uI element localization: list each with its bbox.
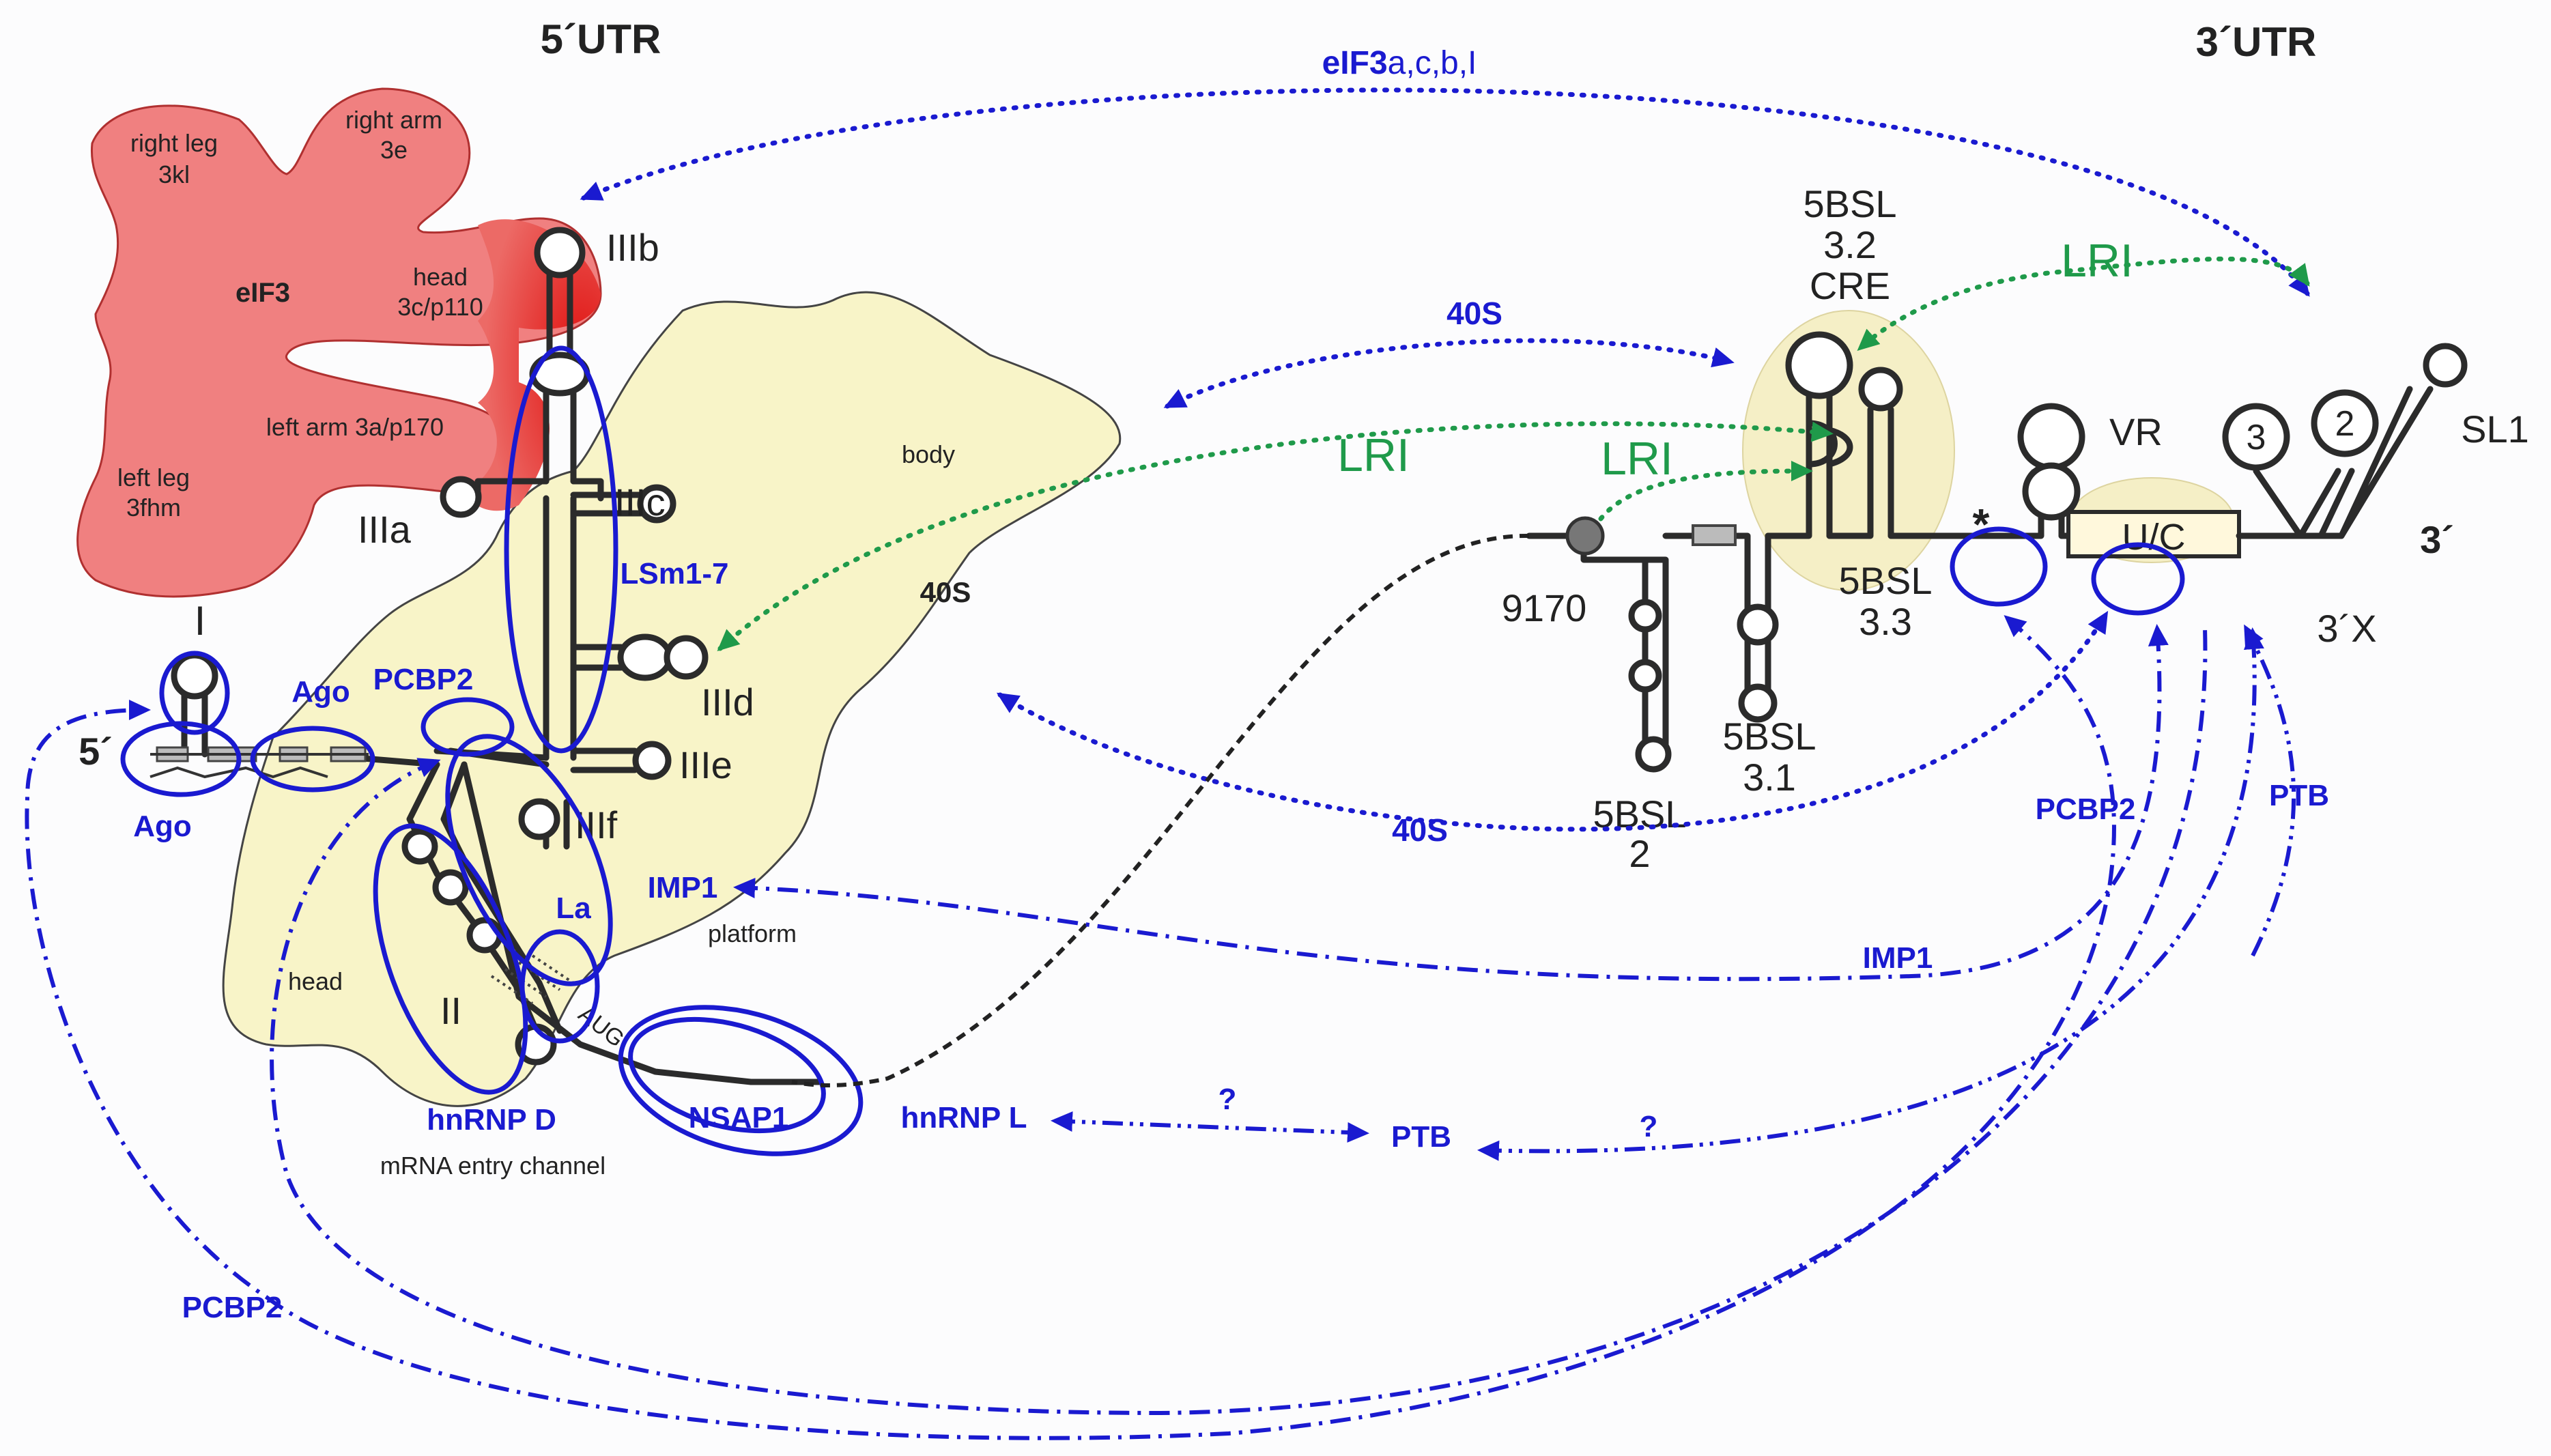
eif3-left-arm-label: left arm 3a/p170 [266, 413, 444, 441]
nsap1-label: NSAP1 [689, 1101, 789, 1134]
lri-arrow-top [1857, 256, 2310, 351]
lri-label-left: LRI [1337, 429, 1410, 481]
lsm-ring [504, 345, 618, 754]
question-mark-hnrnpl: ? [1219, 1083, 1237, 1116]
pcbp2-label-bottom: PCBP2 [182, 1291, 283, 1324]
bsl33-label: 5BSL 3.3 [1839, 559, 1933, 643]
mrna-entry-channel-label: mRNA entry channel [380, 1152, 605, 1180]
hnrnpd-label: hnRNP D [427, 1103, 556, 1137]
eif3-name: eIF3 [236, 278, 290, 308]
hnrnpl-ptb-arrow [1051, 1111, 1369, 1143]
utr3-rna-structure [1526, 331, 2468, 773]
pcbp2-3utr-ring [1950, 526, 2048, 607]
svg-text:3.3: 3.3 [1859, 600, 1912, 643]
ptb-label-right: PTB [2269, 779, 2329, 812]
svg-text:5BSL: 5BSL [1839, 559, 1933, 602]
svg-text:5BSL: 5BSL [1723, 715, 1816, 758]
svg-text:right leg: right leg [130, 129, 218, 157]
lsm-label: LSm1-7 [621, 557, 729, 590]
pcbp2-5utr-arrow [270, 627, 2208, 1416]
three-prime-label: 3´ [2420, 518, 2454, 561]
domain-iiia-label: IIIa [358, 508, 412, 551]
vr-label: VR [2109, 410, 2163, 453]
svg-text:5BSL: 5BSL [1804, 182, 1897, 225]
pcbp2-label-5utr: PCBP2 [373, 663, 474, 696]
40s-interaction-arrow-bottom [996, 610, 2109, 832]
svg-text:CRE: CRE [1810, 264, 1890, 307]
nsap1-ring-outer [618, 1005, 864, 1156]
lri-arrow-left [717, 421, 1834, 652]
domain-iiib-label: IIIb [606, 226, 659, 269]
svg-text:right arm: right arm [345, 106, 442, 134]
aug-ring [519, 929, 600, 1044]
40s-label-bottom: 40S [1392, 812, 1448, 848]
utr5-header: 5´UTR [541, 16, 661, 62]
domain-i-label: I [195, 598, 206, 644]
hnrnpl-label: hnRNP L [901, 1101, 1027, 1134]
svg-text:3kl: 3kl [158, 160, 190, 188]
eif3-interaction-arrow [580, 87, 2310, 297]
bsl2-label: 5BSL 2 [1593, 793, 1687, 875]
uc-protein-ring [2091, 542, 2185, 616]
domain-iiic-label: IIIc [614, 481, 666, 524]
five-prime-label: 5´ [79, 730, 113, 773]
lri-label-mid: LRI [1601, 433, 1673, 485]
sl2-label: 2 [2335, 404, 2355, 444]
ptb-interaction-arrow [1477, 627, 2264, 1161]
svg-text:head: head [413, 263, 468, 291]
svg-text:3c/p110: 3c/p110 [397, 293, 483, 321]
domain-iiie-label: IIIe [679, 743, 732, 786]
domain-iiid-label: IIId [701, 681, 754, 724]
la-label: La [556, 891, 591, 925]
cre-label: 5BSL 3.2 CRE [1804, 182, 1897, 307]
star-label: * [1973, 500, 1990, 549]
svg-text:2: 2 [1629, 832, 1650, 875]
40s-interaction-arrow-top [1163, 338, 1735, 409]
domain-ii-label: II [440, 989, 461, 1032]
uc-label: U/C [2122, 517, 2186, 558]
la-ring [445, 734, 613, 986]
lri-label-top: LRI [2061, 235, 2133, 287]
eif3-interaction-label: eIF3a,c,b,I [1322, 45, 1477, 81]
eif3-head-label: head 3c/p110 [397, 263, 483, 321]
hnrnpd-ring [373, 823, 528, 1095]
utr3-header: 3´UTR [2196, 19, 2317, 65]
imp1-label-5utr: IMP1 [648, 871, 718, 904]
svg-text:3fhm: 3fhm [126, 494, 181, 522]
ribosome-40s-label: 40S [920, 576, 971, 608]
sl3-label: 3 [2247, 418, 2266, 457]
question-mark-ptb: ? [1640, 1110, 1658, 1143]
ptb-3utr-arrow [2244, 624, 2296, 957]
ago-ring-2 [250, 726, 375, 793]
40s-label-top: 40S [1446, 296, 1502, 331]
eif3-left-leg-label: left leg 3fhm [117, 463, 190, 522]
eif3-shape [76, 87, 602, 598]
pcbp2-label-right: PCBP2 [2036, 793, 2136, 826]
ago-label-top: Ago [291, 675, 350, 709]
nsap1-ring-inner [628, 1016, 826, 1134]
ribosome-platform-label: platform [708, 919, 797, 947]
svg-text:left leg: left leg [117, 463, 190, 491]
ribosome-body-label: body [902, 440, 955, 468]
eif3-dark-region [464, 219, 601, 511]
ago-label-bottom: Ago [133, 810, 192, 843]
eif3-right-leg-label: right leg 3kl [130, 129, 218, 188]
eif3-right-arm-label: right arm 3e [345, 106, 442, 164]
ptb-label-mid: PTB [1391, 1120, 1451, 1154]
svg-text:3.2: 3.2 [1823, 223, 1877, 266]
svg-text:3.1: 3.1 [1743, 756, 1796, 799]
long-range-rna-path [791, 533, 1530, 1087]
ribosome-head-label: head [288, 967, 343, 995]
imp1-interaction-arrow [733, 624, 2169, 982]
pcbp2-long-arrow [25, 615, 2116, 1440]
3x-label: 3´X [2317, 607, 2376, 650]
position-9170-label: 9170 [1502, 586, 1587, 629]
svg-text:3e: 3e [380, 136, 408, 164]
ago-ring-1 [120, 721, 242, 797]
imp1-label-right: IMP1 [1863, 941, 1933, 975]
domain-iiif-label: IIIf [575, 803, 618, 846]
bsl31-label: 5BSL 3.1 [1723, 715, 1816, 799]
sl1-label: SL1 [2461, 408, 2529, 451]
